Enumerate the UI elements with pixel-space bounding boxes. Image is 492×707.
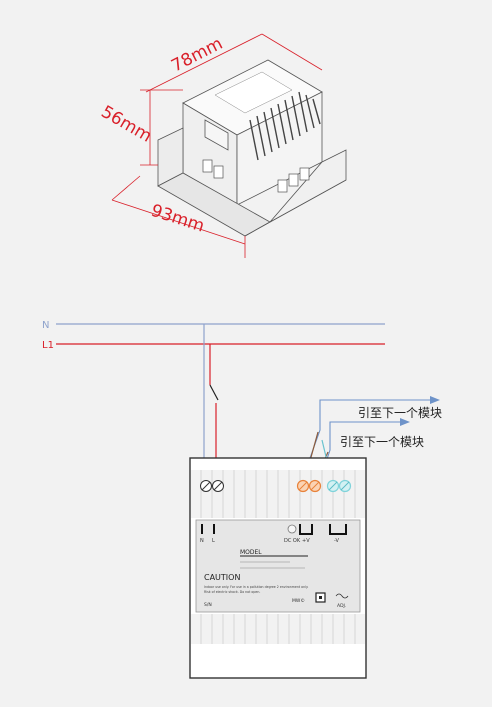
terminal-l-label: L bbox=[212, 538, 215, 544]
dc-ok-led-icon bbox=[287, 524, 297, 534]
isometric-power-supply bbox=[157, 59, 347, 237]
caution-line-1: Indoor use only. For use in a pollution … bbox=[204, 585, 308, 589]
panel-terminal-markers bbox=[201, 524, 347, 535]
output-arrow-2 bbox=[400, 418, 410, 426]
l1-line-label: L1 bbox=[42, 340, 54, 351]
output-note-1: 引至下一个模块 bbox=[358, 406, 442, 420]
adj-symbol-icon bbox=[335, 593, 349, 599]
input-terminals bbox=[200, 480, 224, 492]
minus-v-label: -V bbox=[334, 538, 340, 544]
caution-heading: CAUTION bbox=[204, 573, 240, 582]
dimension-lines bbox=[111, 33, 323, 258]
terminal-n-label: N bbox=[200, 538, 204, 544]
output-arrow-1 bbox=[430, 396, 440, 404]
adjust-trimmer-core bbox=[319, 596, 322, 599]
n-line-label: N bbox=[42, 320, 49, 331]
dim-78mm-label: 78mm bbox=[168, 34, 226, 77]
dc-ok-label: DC OK bbox=[284, 538, 301, 544]
model-heading: MODEL bbox=[240, 549, 262, 556]
plus-v-label: +V bbox=[302, 538, 310, 544]
model-spec-lines bbox=[240, 561, 305, 569]
output-note-2: 引至下一个模块 bbox=[340, 435, 424, 449]
dim-56mm-label: 56mm bbox=[98, 102, 155, 147]
mw-label: MW© bbox=[292, 597, 305, 604]
l-switch bbox=[209, 384, 219, 401]
output-terminals bbox=[296, 479, 352, 493]
isometric-vent-fins bbox=[249, 91, 321, 161]
isometric-front-terminals bbox=[202, 159, 310, 193]
adj-label: ADJ. bbox=[337, 603, 346, 609]
sn-label: S/N bbox=[204, 602, 212, 608]
caution-line-2: Risk of electric shock. Do not open. bbox=[204, 590, 260, 594]
